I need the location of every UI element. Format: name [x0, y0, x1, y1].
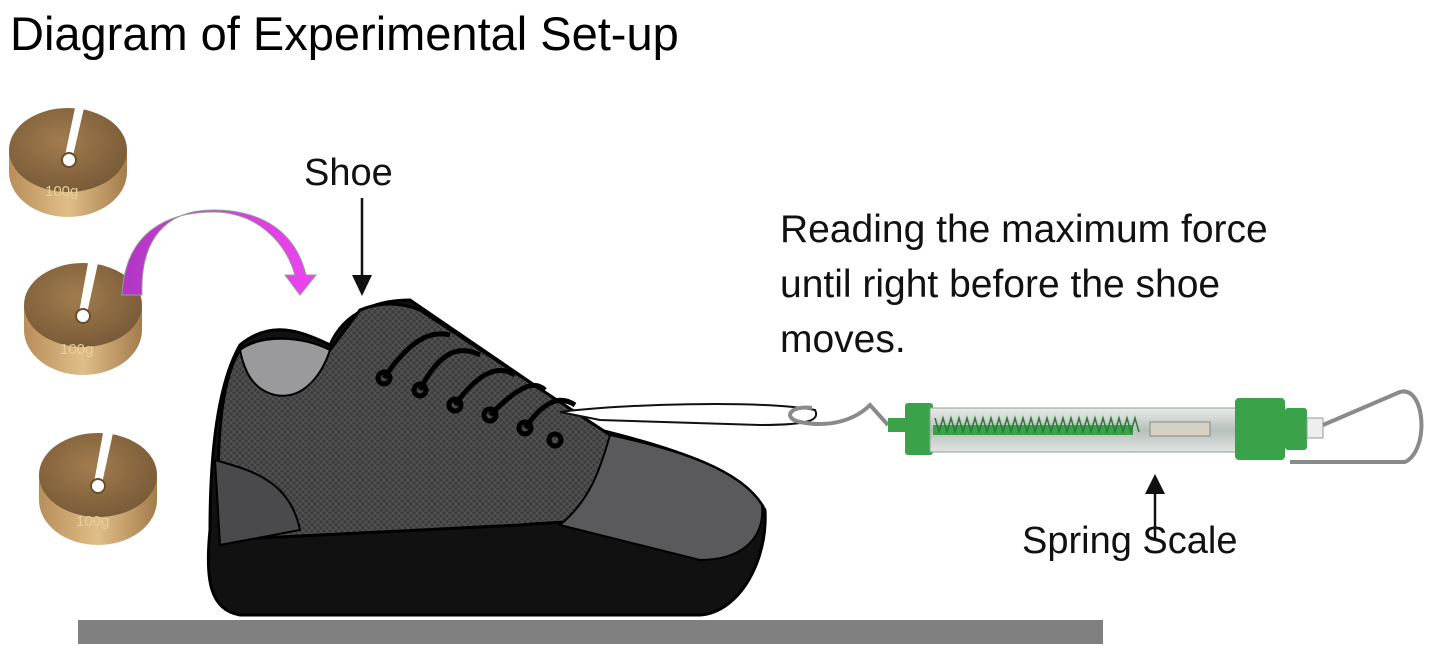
spring-scale-pointer-arrow — [1145, 474, 1165, 540]
transfer-arrow — [121, 209, 318, 296]
weight-label: 100g — [76, 513, 109, 530]
reading-line-2: until right before the shoe — [780, 263, 1221, 306]
shoe — [206, 298, 818, 617]
floor-surface — [78, 620, 1103, 644]
weight-2: 100g — [24, 263, 142, 375]
reading-line-3: moves. — [780, 318, 906, 361]
reading-instruction: Reading the maximum force until right be… — [780, 202, 1268, 367]
shoe-label: Shoe — [304, 152, 393, 194]
diagram-title: Diagram of Experimental Set-up — [10, 7, 679, 60]
weight-3: 100g — [39, 433, 157, 545]
reading-line-1: Reading the maximum force — [780, 208, 1268, 251]
spring-scale — [788, 389, 1424, 464]
spring-scale-label: Spring Scale — [1022, 520, 1238, 562]
weight-label: 100g — [60, 341, 93, 358]
weight-1: 100g — [9, 108, 127, 217]
shoe-pointer-arrow — [352, 198, 372, 296]
weight-label: 100g — [45, 183, 78, 200]
